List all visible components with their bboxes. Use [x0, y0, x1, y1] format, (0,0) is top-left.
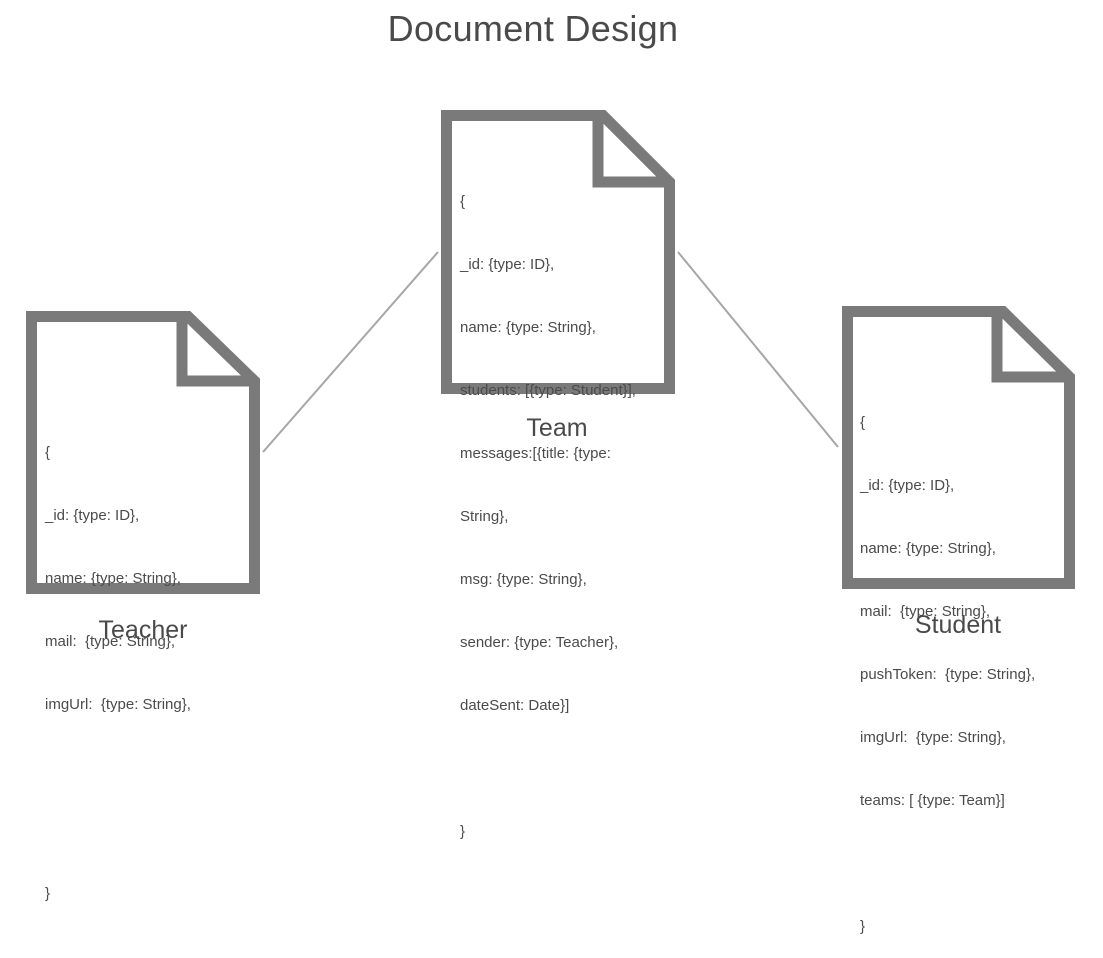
teacher-line: { [45, 444, 51, 461]
teacher-line [45, 757, 191, 778]
student-line [860, 853, 1035, 874]
team-line: dateSent: Date}] [460, 697, 570, 714]
teacher-label: Teacher [98, 616, 188, 644]
diagram-canvas [26, 110, 1075, 594]
teacher-document-content: { _id: {type: ID}, name: {type: String},… [45, 400, 191, 925]
student-document-content: { _id: {type: ID}, name: {type: String},… [860, 370, 1035, 958]
diagram-title: Document Design [387, 8, 679, 49]
teacher-line: } [45, 885, 51, 902]
student-line: teams: [ {type: Team}] [860, 792, 1005, 809]
student-document-icon [842, 306, 1075, 589]
student-line: } [860, 918, 866, 935]
team-line: { [460, 193, 466, 210]
team-line: msg: {type: String}, [460, 571, 587, 588]
team-line: students: [{type: Student}], [460, 382, 636, 399]
team-line: _id: {type: ID}, [460, 256, 555, 273]
student-line: mail: {type: String}, [860, 603, 991, 620]
student-line: name: {type: String}, [860, 540, 996, 557]
team-document-content: { _id: {type: ID}, name: {type: String},… [460, 149, 636, 863]
student-line: { [860, 414, 866, 431]
teacher-line: name: {type: String}, [45, 570, 181, 587]
student-line: imgUrl: {type: String}, [860, 729, 1006, 746]
teacher-line: _id: {type: ID}, [45, 507, 140, 524]
teacher-line: imgUrl: {type: String}, [45, 696, 191, 713]
team-line: sender: {type: Teacher}, [460, 634, 619, 651]
team-line: name: {type: String}, [460, 319, 596, 336]
team-label: Team [526, 414, 588, 442]
student-line: pushToken: {type: String}, [860, 666, 1036, 683]
team-line: messages:[{title: {type: [460, 445, 611, 462]
team-document-icon [441, 110, 675, 394]
connector-team-student [677, 251, 839, 448]
student-line: _id: {type: ID}, [860, 477, 955, 494]
team-line: String}, [460, 508, 509, 525]
teacher-line [45, 820, 191, 841]
student-label: Student [914, 611, 1002, 639]
teacher-document-icon [26, 311, 260, 594]
teacher-line: mail: {type: String}, [45, 633, 176, 650]
team-line: } [460, 823, 466, 840]
team-line [460, 758, 636, 779]
connector-teacher-team [262, 251, 439, 453]
